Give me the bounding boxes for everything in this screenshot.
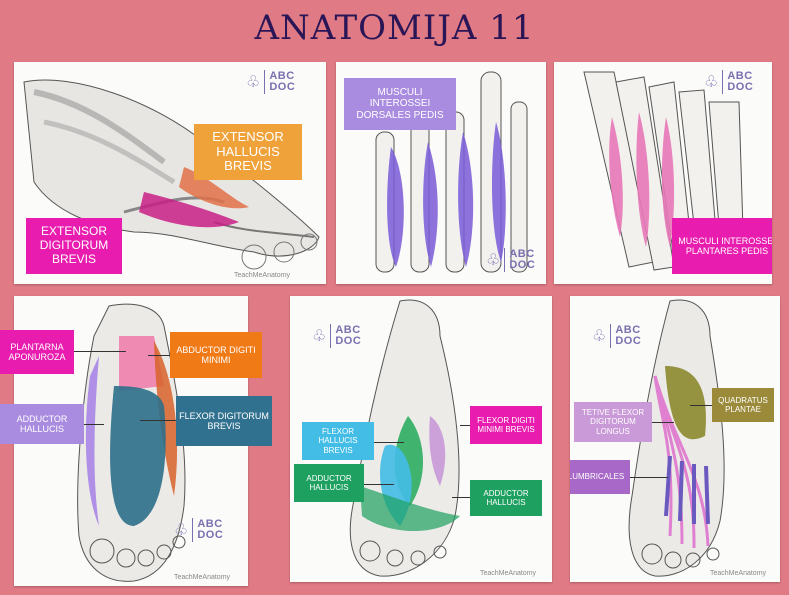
leader-line bbox=[140, 420, 176, 421]
logo-line1: ABC bbox=[197, 518, 223, 530]
logo-line1: ABC bbox=[269, 70, 295, 82]
label-tetive-flexor-digitorum-longus: TETIVE FLEXOR DIGITORUM LONGUS bbox=[574, 402, 652, 442]
logo-line2: DOC bbox=[197, 529, 224, 541]
stethoscope-icon: ♧ bbox=[174, 522, 189, 539]
credit-text: TeachMeAnatomy bbox=[710, 570, 767, 577]
label-adductor-hallucis-right: ADDUCTOR HALLUCIS bbox=[470, 480, 542, 516]
label-flexor-digitorum-brevis: FLEXOR DIGITORUM BREVIS bbox=[176, 396, 272, 446]
logo-line2: DOC bbox=[727, 81, 754, 93]
leader-line bbox=[374, 442, 404, 443]
label-adductor-hallucis-layer1: ADDUCTOR HALLUCIS bbox=[0, 404, 84, 444]
logo-line1: ABC bbox=[615, 324, 641, 336]
logo-line1: ABC bbox=[335, 324, 361, 336]
foot-plantar-layer3-illustration bbox=[349, 299, 460, 577]
label-extensor-digitorum-brevis: EXTENSOR DIGITORUM BREVIS bbox=[26, 218, 122, 274]
label-adductor-hallucis-left: ADDUCTOR HALLUCIS bbox=[294, 464, 364, 502]
foot-plantar-layer1-illustration bbox=[77, 303, 186, 582]
logo-line2: DOC bbox=[269, 81, 296, 93]
label-flexor-hallucis-brevis: FLEXOR HALLUCIS BREVIS bbox=[302, 422, 374, 460]
leader-line bbox=[364, 484, 394, 485]
logo-line1: ABC bbox=[509, 248, 535, 260]
leader-line bbox=[84, 424, 104, 425]
label-flexor-digiti-minimi-brevis: FLEXOR DIGITI MINIMI BREVIS bbox=[470, 406, 542, 444]
foot-dorsal-illustration bbox=[23, 79, 320, 270]
logo-line2: DOC bbox=[335, 335, 362, 347]
label-quadratus-plantae: QUADRATUS PLANTAE bbox=[712, 388, 774, 422]
label-lumbricales: LUMBRICALES bbox=[570, 460, 630, 494]
leader-line bbox=[630, 477, 668, 478]
stethoscope-icon: ♧ bbox=[486, 252, 501, 269]
foot-bones-dorsal-illustration bbox=[375, 71, 528, 273]
foot-bones-plantar-illustration bbox=[583, 71, 745, 273]
label-plantarna-aponuroza: PLANTARNA APONUROZA bbox=[0, 330, 74, 374]
stethoscope-icon: ♧ bbox=[592, 328, 607, 345]
label-plantar-interossei: MUSCULI INTEROSSEI PLANTARES PEDIS bbox=[672, 218, 772, 274]
label-extensor-hallucis-brevis: EXTENSOR HALLUCIS BREVIS bbox=[194, 124, 302, 180]
leader-line bbox=[452, 497, 470, 498]
leader-line bbox=[74, 351, 126, 352]
credit-text: TeachMeAnatomy bbox=[234, 272, 291, 279]
logo-line2: DOC bbox=[509, 259, 536, 271]
stethoscope-icon: ♧ bbox=[246, 74, 261, 91]
leader-line bbox=[652, 422, 674, 423]
logo-line2: DOC bbox=[615, 335, 642, 347]
stethoscope-icon: ♧ bbox=[312, 328, 327, 345]
label-dorsal-interossei: MUSCULI INTEROSSEI DORSALES PEDIS bbox=[344, 78, 456, 130]
credit-text: TeachMeAnatomy bbox=[174, 574, 231, 581]
leader-line bbox=[690, 405, 712, 406]
logo-line1: ABC bbox=[727, 70, 753, 82]
stethoscope-icon: ♧ bbox=[704, 74, 719, 91]
label-abductor-digiti-minimi: ABDUCTOR DIGITI MINIMI bbox=[170, 332, 262, 378]
leader-line bbox=[148, 355, 170, 356]
leader-line bbox=[460, 425, 470, 426]
credit-text: TeachMeAnatomy bbox=[480, 570, 537, 577]
foot-plantar-layer2-illustration bbox=[628, 299, 725, 577]
page-title: ANATOMIJA 11 bbox=[254, 8, 535, 48]
